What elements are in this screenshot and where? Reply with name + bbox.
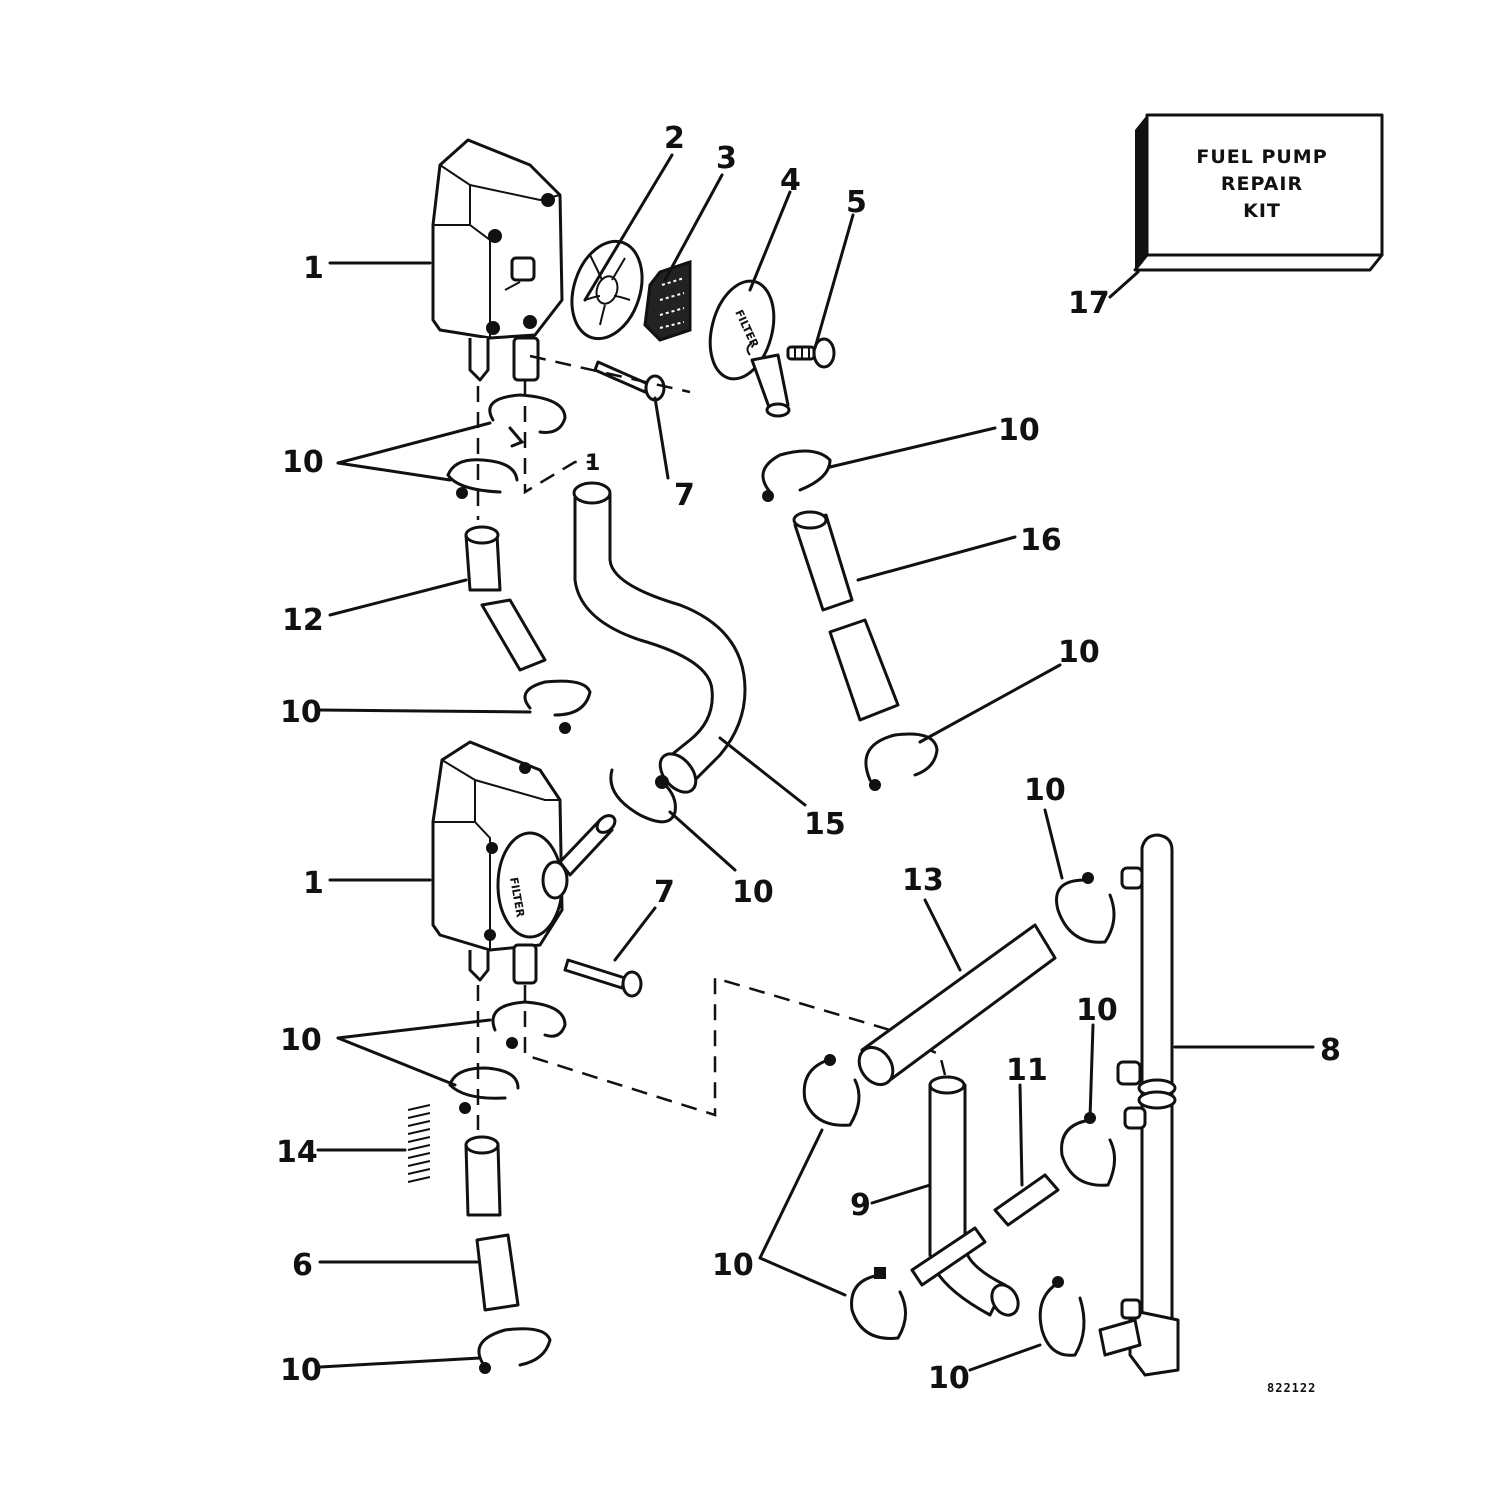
callout-10: 10 <box>998 413 1040 448</box>
clip-10-right-2 <box>802 1054 861 1127</box>
callout-1: 1 <box>303 251 324 286</box>
alignment-line-top <box>529 354 691 394</box>
fuel-pump-bottom: FILTER <box>431 740 617 985</box>
callout-10: 10 <box>280 1023 322 1058</box>
callout-10: 10 <box>1024 773 1066 808</box>
clip-10-near-hose <box>609 768 677 824</box>
callout-3: 3 <box>716 141 737 176</box>
callout-2: 2 <box>664 121 685 156</box>
filter-cover-4: FILTER <box>708 279 791 418</box>
clip-10-right-3 <box>1060 1112 1116 1187</box>
callout-4: 4 <box>780 163 801 198</box>
callout-numbers: 1 2 3 4 5 17 10 7 10 16 12 10 10 15 10 1… <box>276 121 1341 1396</box>
kit-box-line3: KIT <box>1243 200 1281 222</box>
callout-10: 10 <box>282 445 324 480</box>
callout-1: 1 <box>585 451 600 476</box>
hose-6 <box>464 1135 520 1312</box>
clip-10-right-5 <box>1038 1276 1086 1357</box>
callout-13: 13 <box>902 863 944 898</box>
callout-10: 10 <box>732 875 774 910</box>
hose-13 <box>857 923 1057 1087</box>
alignment-line-top-right <box>523 380 595 495</box>
clip-10-right-1 <box>1055 872 1116 944</box>
callout-10: 10 <box>1058 635 1100 670</box>
kit-box-line1: FUEL PUMP <box>1196 146 1327 168</box>
clip-10-top-1 <box>488 393 567 448</box>
callout-15: 15 <box>804 807 846 842</box>
callout-11: 11 <box>1006 1053 1048 1088</box>
leader-lines <box>316 153 1315 1372</box>
callout-16: 16 <box>1020 523 1062 558</box>
callout-10: 10 <box>280 1353 322 1388</box>
filter-gasket-3 <box>643 259 692 342</box>
clip-10-mid-left <box>523 679 592 734</box>
callout-10: 10 <box>280 695 322 730</box>
clip-10-right-4 <box>850 1267 907 1340</box>
callout-7: 7 <box>674 478 695 513</box>
clip-10-bottom-2 <box>448 1066 520 1114</box>
callout-12: 12 <box>282 603 324 638</box>
clip-10-bottom-left <box>477 1327 552 1374</box>
drawing-code: 822122 <box>1267 1381 1316 1395</box>
callout-17: 17 <box>1068 286 1110 321</box>
callout-6: 6 <box>292 1248 313 1283</box>
clip-10-bottom-1 <box>491 1000 567 1049</box>
callout-10: 10 <box>1076 993 1118 1028</box>
spring-14 <box>407 1104 431 1183</box>
callout-9: 9 <box>850 1188 871 1223</box>
hose-9 <box>910 1075 1020 1317</box>
hose-15 <box>572 481 747 794</box>
kit-box-line2: REPAIR <box>1221 173 1303 195</box>
hose-11 <box>993 1173 1060 1227</box>
fuel-line-8 <box>1098 833 1180 1377</box>
callout-10: 10 <box>712 1248 754 1283</box>
clip-10-top-2 <box>446 458 519 499</box>
callout-5: 5 <box>846 185 867 220</box>
filter-screen-2 <box>570 239 644 341</box>
callout-1: 1 <box>303 866 324 901</box>
callout-8: 8 <box>1320 1033 1341 1068</box>
fuel-pump-top <box>431 138 564 382</box>
clip-10-upper-right <box>761 449 832 502</box>
bolt-7-bottom <box>563 958 643 998</box>
screw-5 <box>786 337 836 369</box>
repair-kit-box: FUEL PUMP REPAIR KIT <box>1133 113 1384 272</box>
callout-10: 10 <box>928 1361 970 1396</box>
callout-14: 14 <box>276 1135 318 1170</box>
callout-7: 7 <box>654 875 675 910</box>
hose-12 <box>464 525 547 672</box>
bolt-7-top <box>593 360 666 402</box>
hose-16 <box>792 510 900 722</box>
clip-10-right-mid <box>864 732 939 791</box>
